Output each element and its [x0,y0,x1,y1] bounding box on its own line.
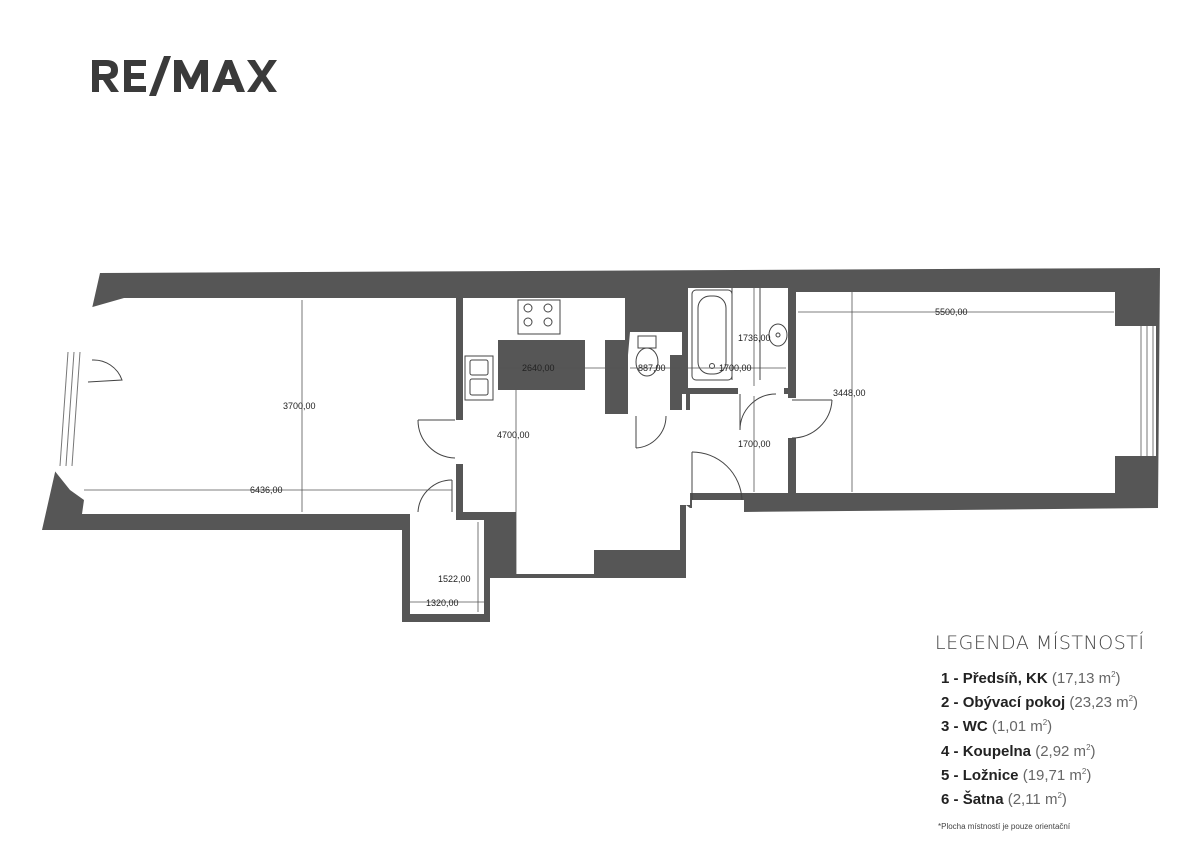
windows [59,326,1154,467]
remax-logo [90,52,280,100]
legend-title: LEGENDA MÍSTNOSTÍ [935,632,1145,654]
dim-living-height: 3700,00 [283,401,316,411]
toilet [635,347,659,377]
room-bedroom [796,292,1138,493]
legend-item-name: Předsíň, KK [962,670,1052,687]
dim-bath-width: 1700,00 [719,363,752,373]
legend-item: 1 - Předsíň, KK (17,13 m2) [935,664,1185,688]
dim-closet-height: 1522,00 [438,574,471,584]
fixtures [464,288,788,401]
dim-hall-length: 4700,00 [497,430,530,440]
legend-item-unit-sup: 2 [1057,790,1062,800]
legend-item: 3 - WC (1,01 m2) [935,712,1185,736]
dimension-lines [84,288,1114,612]
legend-item-number: 6 - [941,790,963,808]
legend-item-name: WC [962,718,992,736]
dim-bedroom-height: 3448,00 [833,388,866,398]
dimension-labels: 3700,00 6436,00 2640,00 4700,00 887,00 1… [250,307,968,608]
legend-item-unit-sup: 2 [1081,766,1087,776]
legend-item-area: (1,01 m2) [991,718,1053,736]
dim-bath-height: 1736,00 [738,333,771,343]
legend-item-area: (19,71 m2) [1022,766,1092,784]
dim-kitchen-width: 2640,00 [522,363,555,373]
legend-item-name: Ložnice [962,766,1023,784]
room-legend: LEGENDA MÍSTNOSTÍ 1 - Předsíň, KK (17,13… [935,632,1185,809]
legend-item-name: Obývací pokoj [962,694,1070,712]
legend-item-area: (2,11 m2) [1007,790,1067,808]
legend-item-number: 1 - [941,670,963,687]
area-note: *Plocha místností je pouze orientační [938,822,1071,831]
stove [517,299,561,335]
dim-wc-width: 887,00 [638,363,666,373]
room-hall-kitchen [463,298,625,414]
legend-item-number: 5 - [941,766,963,784]
door-swings [87,359,833,513]
legend-list: 1 - Předsíň, KK (17,13 m2)2 - Obývací po… [935,664,1185,809]
room-closet [410,520,484,614]
legend-item-number: 2 - [941,694,963,712]
dim-living-width: 6436,00 [250,485,283,495]
legend-item-unit-sup: 2 [1042,718,1048,728]
dim-bedroom-width: 5500,00 [935,307,968,317]
legend-item-unit-sup: 2 [1128,694,1134,704]
legend-item-name: Koupelna [962,742,1036,760]
dim-closet-width: 1320,00 [426,598,459,608]
legend-item-number: 3 - [941,718,963,736]
legend-item: 2 - Obývací pokoj (23,23 m2) [935,688,1185,712]
legend-item-area: (17,13 m2) [1051,670,1121,687]
room-living [54,298,456,514]
legend-item: 5 - Ložnice (19,71 m2) [935,761,1185,785]
legend-item-number: 4 - [941,742,963,760]
legend-item: 4 - Koupelna (2,92 m2) [935,737,1185,761]
legend-item-unit-sup: 2 [1111,670,1116,679]
legend-item-area: (2,92 m2) [1035,742,1096,760]
dim-bath-door: 1700,00 [738,439,771,449]
legend-item: 6 - Šatna (2,11 m2) [935,785,1185,809]
legend-item-name: Šatna [962,790,1008,808]
legend-item-area: (23,23 m2) [1069,694,1139,712]
legend-item-unit-sup: 2 [1086,742,1091,752]
rooms [54,288,1138,614]
